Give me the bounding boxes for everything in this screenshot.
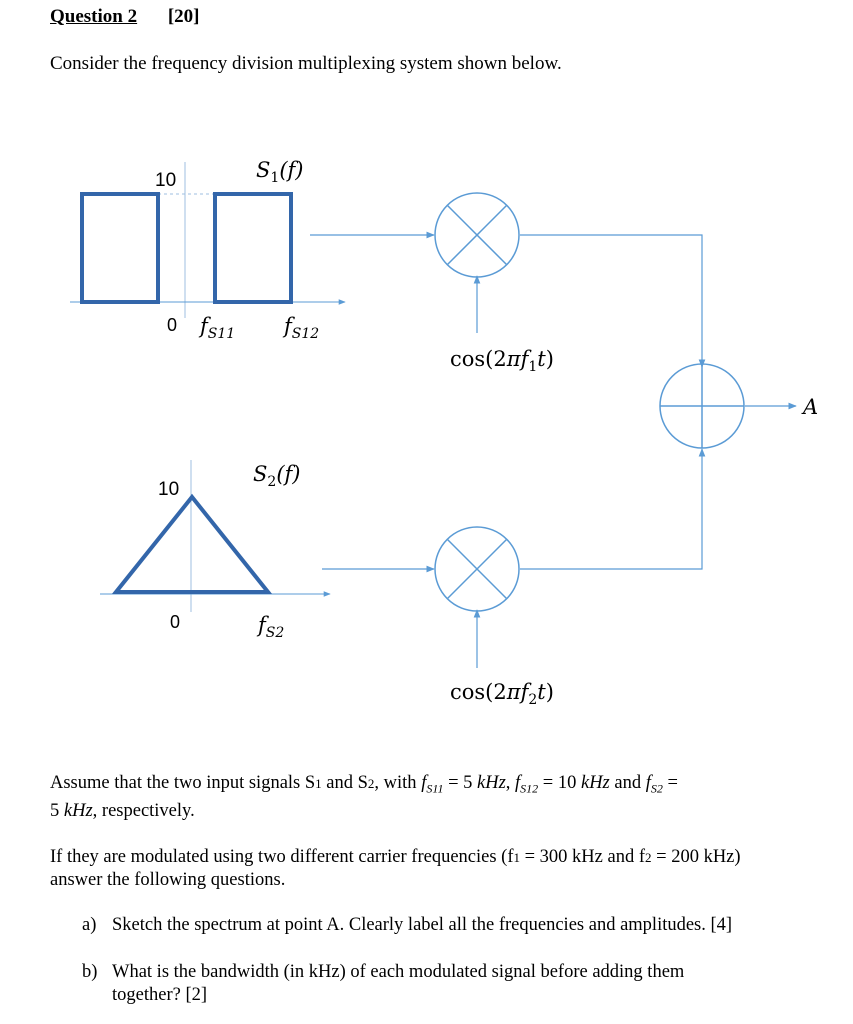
assume-line-2: 5 kHz, respectively. <box>50 800 195 821</box>
question-heading: Question 2 [20] <box>50 6 200 28</box>
s2-label: S2(f) <box>253 462 300 490</box>
s1-origin-label: 0 <box>167 315 177 335</box>
carrier-1-label: cos(2πf1t) <box>450 347 554 375</box>
output-label: A <box>801 395 818 419</box>
question-intro: Consider the frequency division multiple… <box>50 53 562 74</box>
list-item-a: a) Sketch the spectrum at point A. Clear… <box>82 914 842 940</box>
list-text-a: Sketch the spectrum at point A. Clearly … <box>112 915 733 935</box>
assume-line-1: Assume that the two input signals S1 and… <box>50 773 678 796</box>
carrier-line-2: answer the following questions. <box>50 870 286 890</box>
fdm-diagram: 10 0 S1(f) fS11 fS12 10 0 S2(f) fS2 <box>70 158 818 708</box>
s2-spectrum: 10 0 S2(f) fS2 <box>100 460 331 641</box>
s1-left-band <box>80 192 160 304</box>
s1-spectrum: 10 0 S1(f) fS11 fS12 <box>70 158 346 342</box>
mixer-1 <box>434 192 520 278</box>
list-item-b: b) What is the bandwidth (in kHz) of eac… <box>82 961 842 1011</box>
s1-amplitude-label: 10 <box>155 170 176 191</box>
question-title: Question 2 <box>50 6 138 27</box>
question-marks: [20] <box>167 6 200 27</box>
s1-fs11-label: fS11 <box>198 314 235 342</box>
adder <box>659 363 745 449</box>
mixer-2 <box>434 526 520 612</box>
assume-paragraph: Assume that the two input signals S1 and… <box>50 772 678 822</box>
s2-fs2-label: fS2 <box>256 613 284 641</box>
s2-origin-label: 0 <box>170 612 180 632</box>
list-label-a: a) <box>82 915 97 935</box>
s1-fs12-label: fS12 <box>282 314 319 342</box>
list-label-b: b) <box>82 962 98 982</box>
wire-mixer2-to-adder <box>520 448 706 570</box>
carrier-line-1: If they are modulated using two differen… <box>50 847 741 867</box>
s1-label: S1(f) <box>256 158 303 186</box>
wires <box>310 231 797 668</box>
s2-amplitude-label: 10 <box>158 479 179 500</box>
s2-triangle <box>111 493 273 594</box>
carrier-paragraph: If they are modulated using two differen… <box>50 846 741 891</box>
wire-mixer1-to-adder <box>520 234 706 368</box>
list-text-b: What is the bandwidth (in kHz) of each m… <box>112 962 685 982</box>
carrier-2-label: cos(2πf2t) <box>450 680 554 708</box>
list-text-b-cont: together? [2] <box>112 985 208 1005</box>
s1-right-band <box>213 192 293 304</box>
